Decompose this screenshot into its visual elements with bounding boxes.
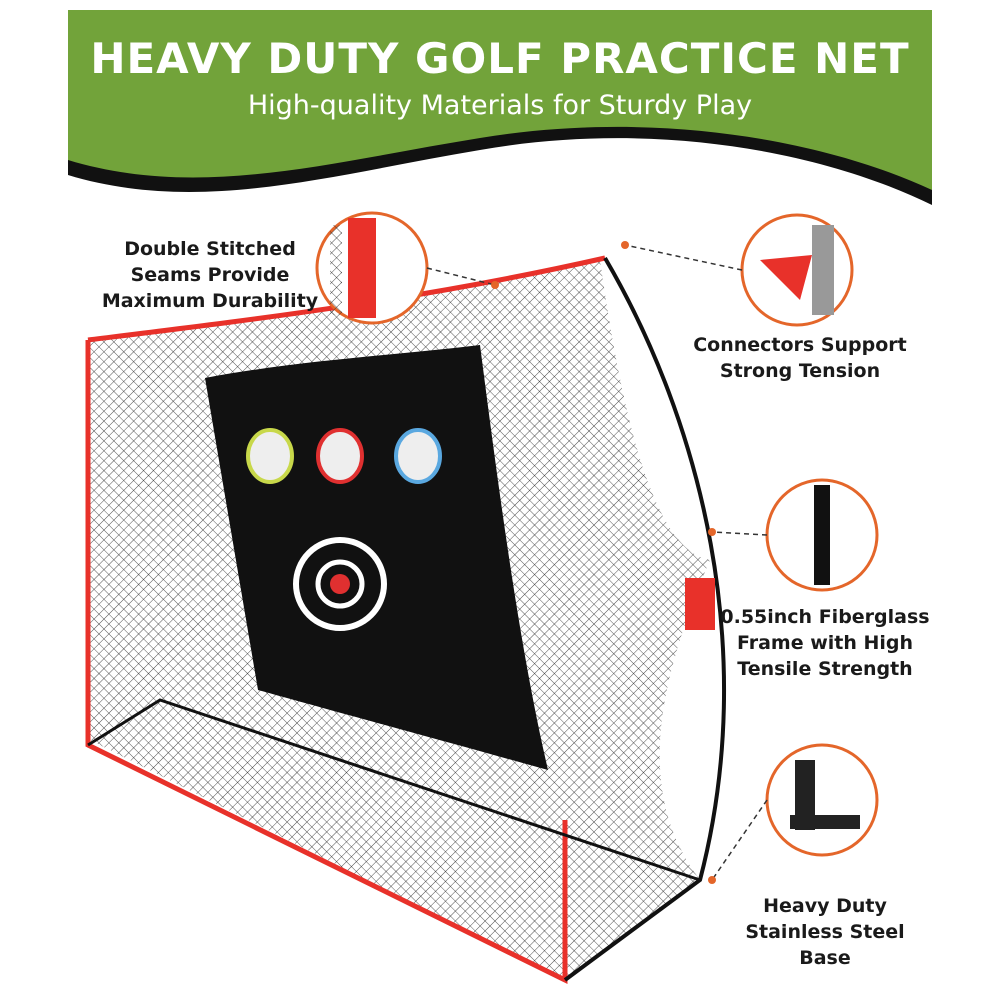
callout-line: Stainless Steel (745, 921, 905, 943)
callout-line: Tensile Strength (737, 658, 913, 680)
bullseye-icon (293, 537, 387, 631)
target-pockets (246, 428, 442, 484)
callout-line: Seams Provide (130, 264, 290, 286)
page-subtitle: High-quality Materials for Sturdy Play (247, 90, 753, 121)
callout-steel-base: Heavy Duty Stainless Steel Base (730, 893, 920, 971)
callout-connectors: Connectors Support Strong Tension (680, 332, 920, 384)
callout-line: Connectors Support (693, 334, 907, 356)
base-detail-image (790, 760, 860, 830)
callout-line: Heavy Duty (763, 895, 887, 917)
callout-line: 0.55inch Fiberglass (720, 606, 930, 628)
base-detail-circle (765, 743, 879, 857)
frame-detail-image (814, 485, 830, 585)
callout-line: Double Stitched (124, 238, 296, 260)
callout-line: Maximum Durability (101, 290, 319, 312)
seam-detail-image (330, 218, 376, 318)
callout-line: Strong Tension (719, 360, 881, 382)
callout-fiberglass-frame: 0.55inch Fiberglass Frame with High Tens… (710, 604, 940, 682)
connector-sleeve (685, 578, 715, 630)
callout-line: Frame with High (736, 632, 914, 654)
fiberglass-frame (563, 256, 727, 982)
header-banner (68, 10, 932, 205)
callout-double-stitched-seams: Double Stitched Seams Provide Maximum Du… (100, 236, 320, 314)
connector-detail-image (760, 225, 834, 315)
page-title: HEAVY DUTY GOLF PRACTICE NET (90, 34, 910, 83)
callout-line: Base (799, 947, 851, 969)
